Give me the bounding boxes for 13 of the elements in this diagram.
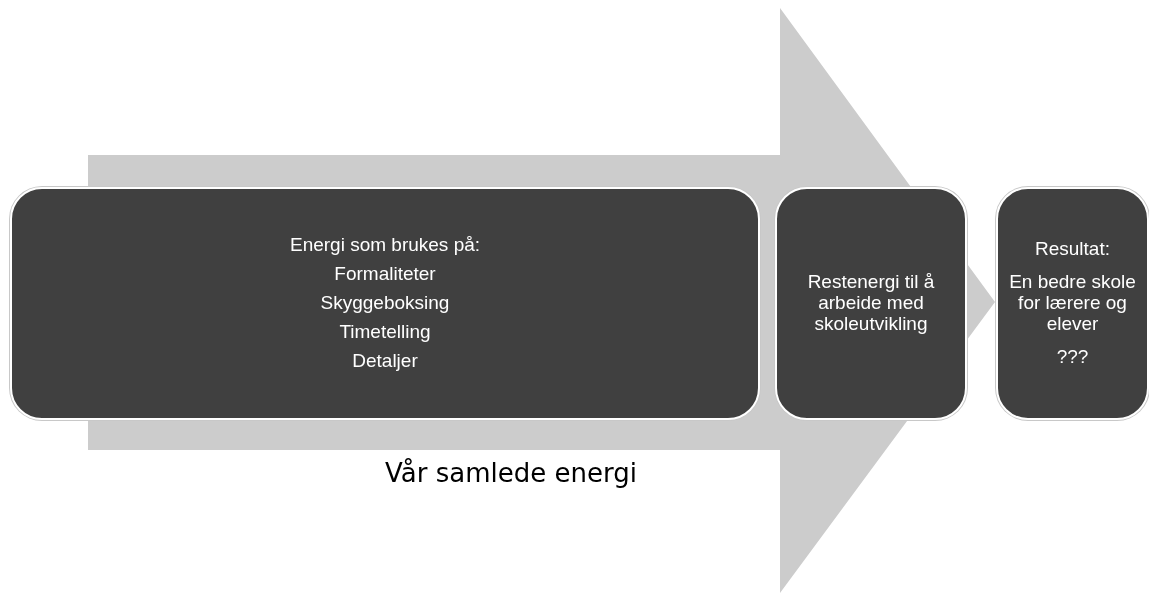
box-text: Detaljer: [352, 350, 418, 372]
box-text: Restenergi til å arbeide med skoleutvikling: [806, 272, 936, 335]
rounded-box: [775, 187, 967, 420]
box-text: Formaliteter: [334, 264, 436, 286]
box-text: Energi som brukes på:: [289, 235, 481, 257]
box-text: Skyggeboksing: [320, 293, 450, 314]
box-text: Timetelling: [339, 321, 431, 343]
box-text: En bedre skole for lærere og elever: [1008, 272, 1137, 335]
box-text: Resultat:: [1035, 239, 1110, 261]
arrow-caption: Vår samlede energi: [385, 458, 637, 488]
rounded-box: [10, 187, 760, 420]
rounded-box: [996, 187, 1149, 420]
box-text: ???: [1056, 346, 1089, 368]
